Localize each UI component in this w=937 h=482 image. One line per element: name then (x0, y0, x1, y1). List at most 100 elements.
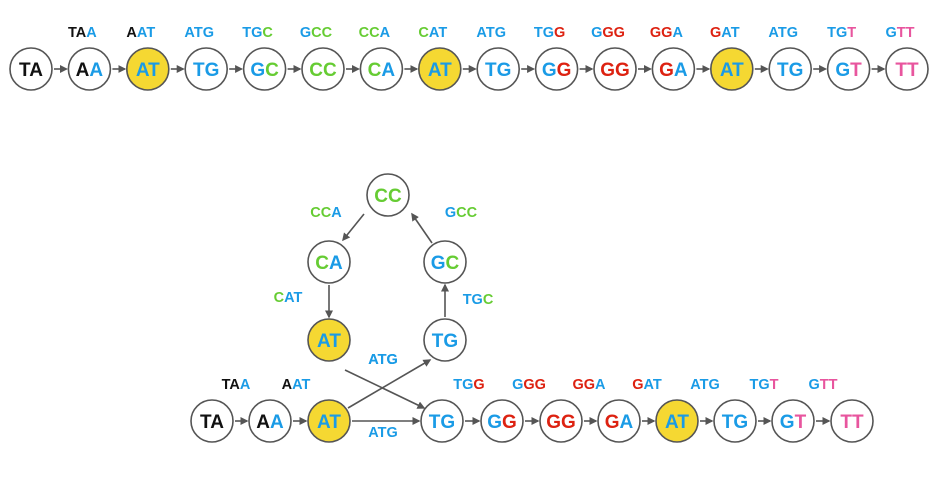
node-at: AT (126, 47, 170, 91)
node-gt: GT (771, 399, 815, 443)
node-circle (826, 47, 871, 91)
node-tt: TT (885, 47, 929, 91)
node-aa: AA (248, 399, 292, 443)
node-label: GT (780, 412, 807, 433)
node-label: CC (309, 60, 337, 81)
node-circle (366, 173, 410, 217)
node-label: AT (317, 331, 341, 352)
edge-label-gga: GGA (572, 377, 606, 393)
node-circle (307, 399, 351, 443)
node-circle (9, 47, 53, 91)
node-label: GG (542, 60, 572, 81)
edge-label-tgc: TGC (242, 25, 273, 41)
edge-label-gtt: GTT (886, 25, 915, 41)
node-label: GG (487, 412, 517, 433)
node-tg: TG (184, 47, 228, 91)
node-label: GT (835, 60, 862, 81)
edge-label-tgt: TGT (827, 25, 856, 41)
edge-label-taa: TAA (68, 25, 97, 41)
edge-label-atg: ATG (368, 425, 398, 441)
edge-label-gga: GGA (650, 25, 684, 41)
node-tg: TG (420, 399, 464, 443)
node-circle (420, 399, 464, 443)
node-at: AT (417, 47, 462, 91)
node-label: TG (432, 331, 458, 352)
node-label: TT (840, 412, 864, 433)
node-circle (423, 240, 467, 284)
edge-label-tgg: TGG (453, 377, 484, 393)
node-circle (830, 399, 874, 443)
edge-label-gcc: GCC (300, 25, 333, 41)
node-circle (534, 47, 579, 91)
node-at: AT (307, 399, 351, 443)
node-ta: TA (9, 47, 53, 91)
node-circle (359, 47, 404, 91)
node-tg: TG (423, 318, 467, 362)
node-label: TT (895, 60, 919, 81)
node-gc: GC (423, 240, 467, 284)
node-label: TA (19, 60, 43, 81)
node-tg: TG (476, 47, 521, 91)
node-gg: GG (539, 399, 583, 443)
node-circle (417, 47, 462, 91)
node-aa: AA (67, 47, 112, 91)
node-at: AT (655, 399, 699, 443)
node-circle (593, 47, 637, 91)
node-label: TA (200, 412, 224, 433)
node-label: CA (368, 60, 396, 81)
node-label: AT (665, 412, 689, 433)
node-gc: GC (242, 47, 287, 91)
node-label: GG (546, 412, 576, 433)
node-label: AT (317, 412, 341, 433)
node-circle (885, 47, 929, 91)
node-tg: TG (768, 47, 813, 91)
node-circle (423, 318, 467, 362)
node-circle (248, 399, 292, 443)
edge-label-atg: ATG (476, 25, 506, 41)
edge-label-ggg: GGG (591, 25, 625, 41)
node-label: TG (485, 60, 511, 81)
node-label: AA (76, 60, 104, 81)
node-gg: GG (534, 47, 579, 91)
edge-label-tgt: TGT (750, 377, 779, 393)
edge-label-gcc: GCC (445, 205, 478, 221)
edge-label-gat: GAT (710, 25, 740, 41)
edge-label-taa: TAA (222, 377, 251, 393)
node-label: CA (315, 253, 343, 274)
edge-label-atg: ATG (768, 25, 798, 41)
node-tg: TG (713, 399, 757, 443)
node-label: TG (193, 60, 219, 81)
edge-arrow (411, 212, 433, 244)
node-at: AT (709, 47, 754, 91)
node-circle (768, 47, 813, 91)
edge-label-gat: GAT (632, 377, 662, 393)
node-circle (709, 47, 754, 91)
edge-label-tgg: TGG (534, 25, 565, 41)
node-label: GA (605, 412, 634, 433)
node-circle (476, 47, 521, 91)
edge-label-ggg: GGG (512, 377, 546, 393)
node-label: TG (429, 412, 455, 433)
node-label: AT (136, 60, 160, 81)
edge-arrow (342, 213, 365, 242)
edge-label-aat: AAT (282, 377, 311, 393)
node-ga: GA (597, 399, 641, 443)
node-circle (480, 399, 524, 443)
edge-label-gtt: GTT (809, 377, 838, 393)
node-ga: GA (651, 47, 696, 91)
node-label: GC (250, 60, 279, 81)
node-gg: GG (593, 47, 637, 91)
edge-label-tgc: TGC (463, 292, 494, 308)
node-ca: CA (359, 47, 404, 91)
node-circle (67, 47, 112, 91)
edge-label-aat: AAT (126, 25, 155, 41)
node-circle (655, 399, 699, 443)
node-label: CC (374, 186, 402, 207)
edge-arrow (347, 359, 432, 409)
node-label: AT (720, 60, 744, 81)
node-circle (301, 47, 345, 91)
edge-label-cca: CCA (310, 205, 342, 221)
node-gt: GT (826, 47, 871, 91)
node-label: AA (256, 412, 284, 433)
